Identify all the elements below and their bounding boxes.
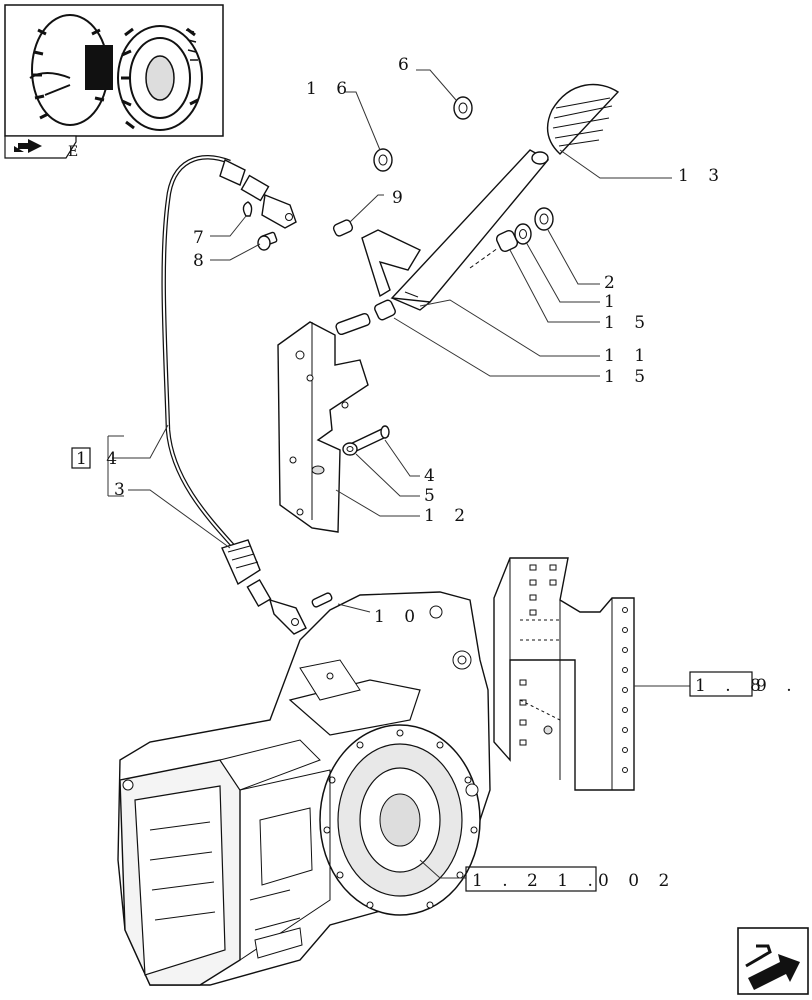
callout-2: 2	[604, 273, 622, 293]
callout-10: 1 0	[374, 607, 422, 627]
arrow-forward-icon[interactable]	[737, 927, 809, 995]
callout-13: 1 3	[678, 166, 726, 186]
ref-1-89-5[interactable]: 1 . 8 9 . 5	[689, 671, 812, 697]
callout-14: 1 4	[76, 449, 124, 469]
bracket-plate-12	[277, 312, 371, 533]
ref-1-21-0-02-boxed: 1 . 2 1 .	[472, 871, 600, 891]
transmission-housing	[117, 591, 491, 986]
ring-part-1	[514, 223, 532, 245]
callout-4: 4	[424, 466, 442, 486]
callout-9: 9	[392, 188, 410, 208]
callout-labels: 1 6 6 9 1 3 7 8 2 1 1 5 1 1 1 5 1 4 3 4 …	[71, 55, 726, 627]
callout-3: 3	[114, 480, 132, 500]
tractor-thumbnail-image	[29, 14, 203, 131]
clip-part-7	[242, 201, 253, 217]
callout-11: 1 1	[604, 346, 652, 366]
ring-part-16	[373, 148, 393, 172]
callout-15-lower: 1 5	[604, 367, 652, 387]
callout-6: 6	[398, 55, 416, 75]
ref-1-21-0-02-rest: 0 0 2	[598, 871, 676, 891]
cable-assembly	[161, 155, 307, 635]
callout-1: 1	[604, 292, 622, 312]
callout-8: 8	[193, 251, 211, 271]
callout-15-upper: 1 5	[604, 313, 652, 333]
ref-1-89-5-boxed: 1 . 8	[695, 676, 768, 696]
ring-part-6	[453, 96, 473, 120]
ref-1-89-5-rest: 9 . 5	[756, 676, 812, 696]
washer-part-5	[342, 442, 358, 456]
callout-7: 7	[193, 228, 211, 248]
thumbnail-fragment: E	[68, 144, 78, 160]
ref-1-21-0-02[interactable]: 1 . 2 1 . 0 0 2	[465, 866, 676, 892]
thumbnail-panel[interactable]: E	[4, 4, 224, 160]
callout-14-box	[71, 447, 91, 469]
pin-part-10	[311, 592, 333, 608]
leader-lines	[107, 69, 690, 879]
arrow-back-icon[interactable]	[14, 139, 42, 153]
bush-part-15-lower	[374, 299, 396, 321]
callout-16: 1 6	[306, 79, 354, 99]
lever-part-13	[361, 83, 620, 311]
bush-part-9	[332, 219, 354, 237]
ring-part-2	[534, 207, 554, 231]
callout-12: 1 2	[424, 506, 472, 526]
pin-part-8	[257, 231, 278, 251]
frame-assembly	[493, 557, 635, 791]
callout-5: 5	[424, 486, 442, 506]
